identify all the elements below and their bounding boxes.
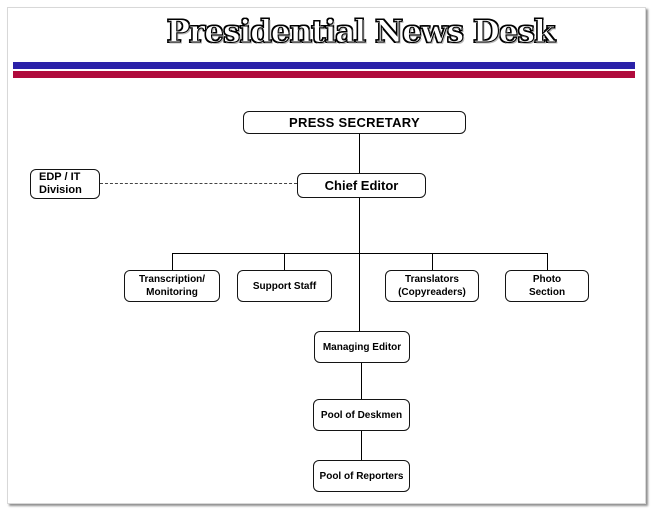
- node-transcription-line2: Monitoring: [146, 287, 198, 298]
- node-pool-of-deskmen: Pool of Deskmen: [313, 399, 410, 431]
- node-translators-line2: (Copyreaders): [398, 287, 466, 298]
- node-edp-it-line1: EDP / IT: [39, 171, 81, 183]
- connector-branch-line: [172, 253, 547, 254]
- connector-deskmen-reporters: [361, 431, 362, 460]
- node-press-secretary-label: PRESS SECRETARY: [289, 114, 420, 130]
- document-page: Presidential News Desk PRESS SECRETARY C…: [7, 7, 646, 504]
- connector-managing-editor-deskmen: [361, 363, 362, 399]
- node-pool-of-reporters-label: Pool of Reporters: [319, 470, 404, 482]
- node-photo-line1: Photo: [532, 274, 562, 285]
- node-pool-of-deskmen-label: Pool of Deskmen: [320, 409, 403, 421]
- node-edp-it-line2: Division: [39, 184, 82, 196]
- node-photo-section: Photo Section: [505, 270, 589, 302]
- page-title: Presidential News Desk: [166, 13, 556, 50]
- node-translators-copyreaders: Translators (Copyreaders): [385, 270, 479, 302]
- node-pool-of-reporters: Pool of Reporters: [313, 460, 410, 492]
- node-chief-editor: Chief Editor: [297, 173, 426, 198]
- connector-drop-transcription: [172, 253, 173, 270]
- blue-divider-stripe: [13, 62, 635, 69]
- node-support-staff-label: Support Staff: [252, 280, 317, 292]
- connector-drop-support-staff: [284, 253, 285, 270]
- connector-chief-editor-managing-editor: [359, 198, 360, 331]
- dashed-connector-edp-it-chief-editor: [100, 183, 297, 184]
- connector-drop-photo-section: [547, 253, 548, 270]
- node-translators-line1: Translators: [405, 274, 459, 285]
- node-managing-editor: Managing Editor: [314, 331, 410, 363]
- node-support-staff: Support Staff: [237, 270, 332, 302]
- node-managing-editor-label: Managing Editor: [322, 341, 402, 353]
- node-chief-editor-label: Chief Editor: [324, 177, 399, 193]
- connector-press-secretary-chief-editor: [359, 134, 360, 173]
- node-photo-line2: Section: [528, 287, 566, 298]
- node-edp-it-division: EDP / IT Division: [30, 169, 100, 199]
- node-transcription-line1: Transcription/: [138, 274, 206, 285]
- node-press-secretary: PRESS SECRETARY: [243, 111, 466, 134]
- red-divider-stripe: [13, 71, 635, 78]
- connector-drop-translators: [432, 253, 433, 270]
- node-transcription-monitoring: Transcription/ Monitoring: [124, 270, 220, 302]
